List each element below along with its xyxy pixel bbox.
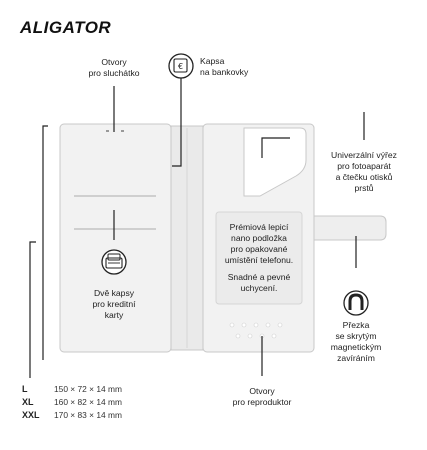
camera-cutout (243, 127, 307, 197)
svg-text:€: € (178, 62, 183, 71)
card-wallet-icon (101, 249, 127, 275)
magnetic-strap (313, 215, 387, 241)
label-earpiece-holes: Otvory pro sluchátko (88, 57, 140, 78)
label-adhesive-pad-note: Snadné a pevné uchycení. (227, 272, 291, 293)
label-adhesive-pad: Prémiová lepicí nano podložka pro opakov… (224, 222, 294, 265)
label-speaker-holes: Otvory pro reproduktor (232, 386, 292, 407)
euro-wallet-icon: € (168, 53, 194, 79)
adhesive-pad (215, 211, 303, 305)
leader-cutout (261, 137, 290, 158)
label-card-pockets: Dvě kapsy pro kreditní karty (92, 288, 136, 320)
speaker-holes (229, 322, 283, 339)
dimension-bracket (29, 125, 48, 378)
label-magnetic-strap: Přezka se skrytým magnetickým zavíráním (330, 320, 382, 363)
label-money-pocket: Kapsa na bankovky (200, 56, 249, 77)
brand-logo: ALIGATOR (20, 18, 112, 37)
magnet-icon (343, 290, 369, 316)
label-universal-cutout: Univerzální výřez pro fotoaparát a čtečk… (331, 150, 397, 193)
leader-money-pocket (172, 78, 182, 167)
